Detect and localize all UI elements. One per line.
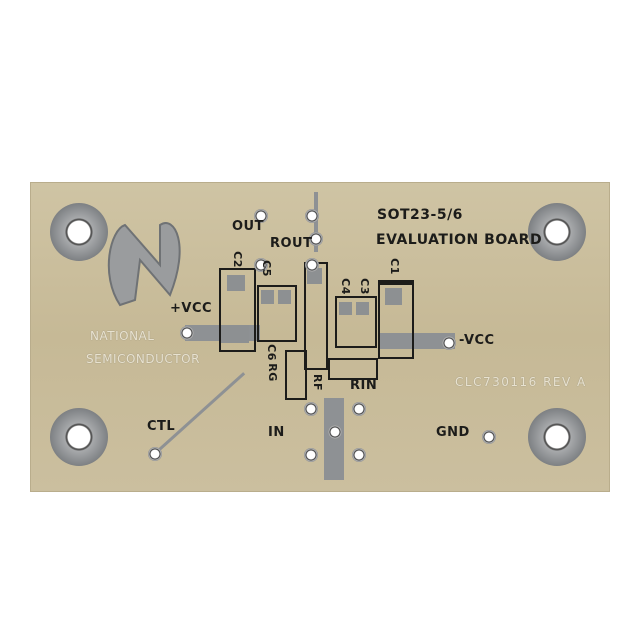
board-title-line2: EVALUATION BOARD	[376, 232, 543, 248]
mounting-hole-bottom-right	[528, 408, 586, 466]
c2-pad	[221, 325, 249, 343]
in-via[interactable]	[304, 402, 318, 416]
label-rin: RIN	[350, 378, 378, 393]
trace-out-vertical	[314, 192, 318, 252]
vcc-neg-terminal[interactable]	[442, 336, 456, 350]
mounting-hole-bottom-left	[50, 408, 108, 466]
label-c6: C6	[264, 344, 278, 361]
trace-in	[324, 398, 344, 480]
label-rout: ROUT	[270, 236, 313, 251]
label-ctl: CTL	[147, 419, 176, 434]
manufacturer-line2: SEMICONDUCTOR	[86, 352, 200, 366]
mounting-hole-top-right	[528, 203, 586, 261]
national-semiconductor-logo	[107, 222, 181, 307]
in-via[interactable]	[352, 448, 366, 462]
gnd-via[interactable]	[305, 258, 319, 272]
manufacturer-line1: NATIONAL	[90, 329, 155, 343]
c5-c6-footprint	[257, 285, 297, 342]
label-vcc-neg: -VCC	[459, 333, 495, 348]
label-c5: C5	[259, 260, 273, 277]
rin-footprint	[328, 358, 378, 380]
trace-vcc-neg	[380, 333, 455, 349]
rout-pad	[307, 268, 322, 284]
rout-via[interactable]	[309, 232, 323, 246]
gnd-terminal[interactable]	[482, 430, 496, 444]
out-via[interactable]	[254, 209, 268, 223]
label-in: IN	[268, 425, 285, 440]
in-via[interactable]	[304, 448, 318, 462]
label-c1: C1	[387, 258, 401, 275]
ctl-terminal[interactable]	[148, 447, 162, 461]
out-via[interactable]	[305, 209, 319, 223]
vcc-pos-terminal[interactable]	[180, 326, 194, 340]
c4-pad	[339, 302, 352, 315]
in-terminal[interactable]	[328, 425, 342, 439]
board-title-line1: SOT23-5/6	[377, 207, 463, 223]
c5-pad	[261, 290, 274, 304]
c6-pad	[278, 290, 291, 304]
label-rg: RG	[265, 363, 279, 382]
label-vcc-pos: +VCC	[170, 301, 213, 316]
c1-pad	[385, 288, 402, 305]
label-out: OUT	[232, 219, 264, 234]
label-gnd: GND	[436, 425, 470, 440]
c4-c3-footprint	[335, 296, 377, 348]
label-c4: C4	[338, 278, 352, 295]
mounting-hole-top-left	[50, 203, 108, 261]
c1-footprint	[378, 280, 414, 359]
rg-footprint	[285, 350, 307, 400]
c2-footprint	[219, 268, 256, 352]
part-number: CLC730116 REV A	[455, 375, 587, 389]
label-rf: RF	[310, 374, 324, 391]
label-c2: C2	[230, 251, 244, 268]
c3-pad	[356, 302, 369, 315]
in-via[interactable]	[352, 402, 366, 416]
c2-pad	[227, 275, 245, 291]
gnd-via[interactable]	[254, 258, 268, 272]
label-c3: C3	[357, 278, 371, 295]
